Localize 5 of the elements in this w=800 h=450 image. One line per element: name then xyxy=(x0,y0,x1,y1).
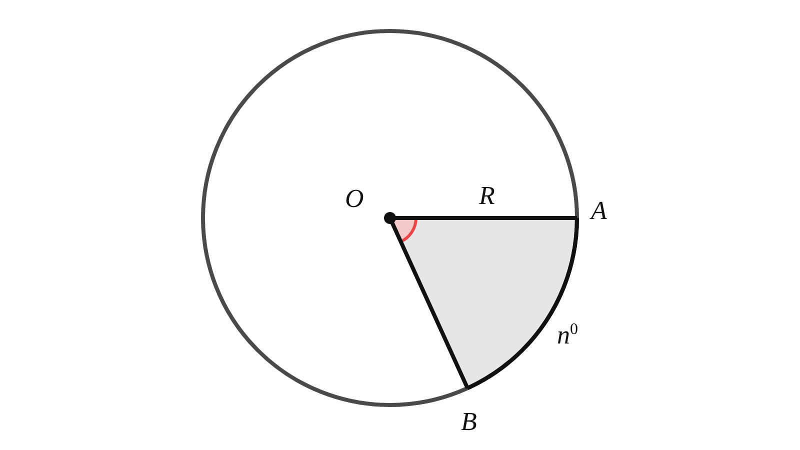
length-label: R xyxy=(479,183,495,209)
point-label: A xyxy=(591,198,607,224)
angle-label: n$^{0}$ xyxy=(557,322,578,349)
point-label: B xyxy=(461,409,477,435)
point-label: O xyxy=(345,186,364,212)
